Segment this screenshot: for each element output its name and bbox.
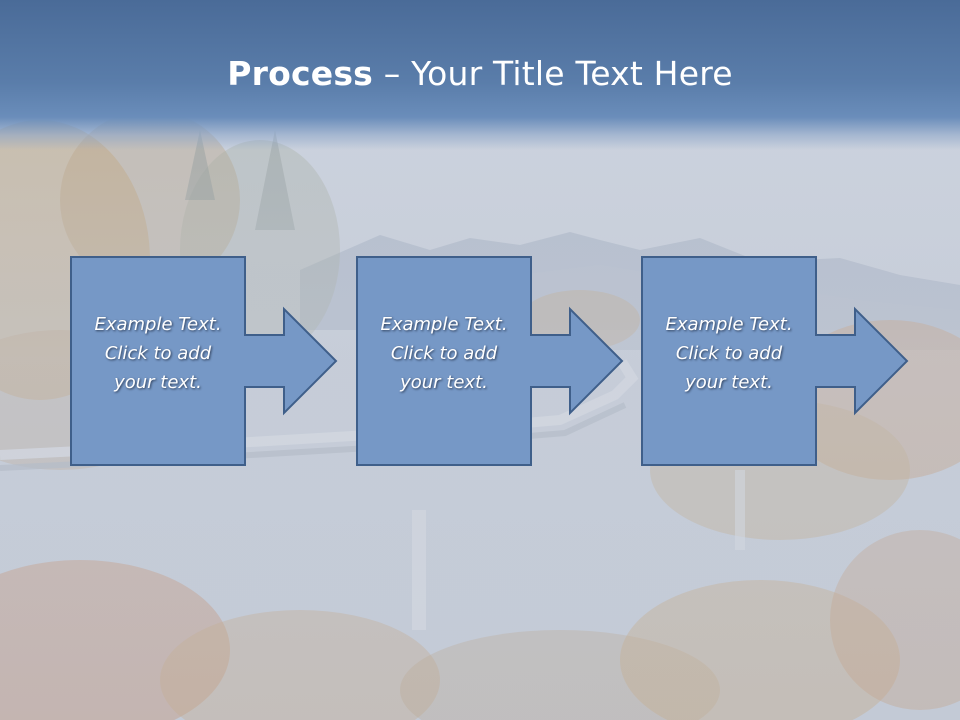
slide-title-rest: – Your Title Text Here [373, 54, 733, 93]
step-line-3: your text. [400, 372, 488, 393]
slide-title[interactable]: Process – Your Title Text Here [0, 52, 960, 96]
step-line-1: Example Text. [665, 314, 793, 335]
process-arrow-shape [70, 256, 338, 466]
process-step-text[interactable]: Example Text. Click to add your text. [74, 310, 242, 397]
step-line-2: Click to add [104, 343, 212, 364]
process-arrow-shape [356, 256, 624, 466]
step-line-3: your text. [114, 372, 202, 393]
step-line-3: your text. [685, 372, 773, 393]
step-line-1: Example Text. [94, 314, 222, 335]
title-band [0, 0, 960, 150]
process-step-2[interactable]: Example Text. Click to add your text. [356, 256, 626, 468]
slide-title-bold: Process [227, 54, 374, 93]
process-arrow-shape [641, 256, 909, 466]
process-step-1[interactable]: Example Text. Click to add your text. [70, 256, 340, 468]
step-line-2: Click to add [675, 343, 783, 364]
process-step-3[interactable]: Example Text. Click to add your text. [641, 256, 911, 468]
process-step-text[interactable]: Example Text. Click to add your text. [360, 310, 528, 397]
process-step-text[interactable]: Example Text. Click to add your text. [645, 310, 813, 397]
step-line-2: Click to add [390, 343, 498, 364]
step-line-1: Example Text. [380, 314, 508, 335]
